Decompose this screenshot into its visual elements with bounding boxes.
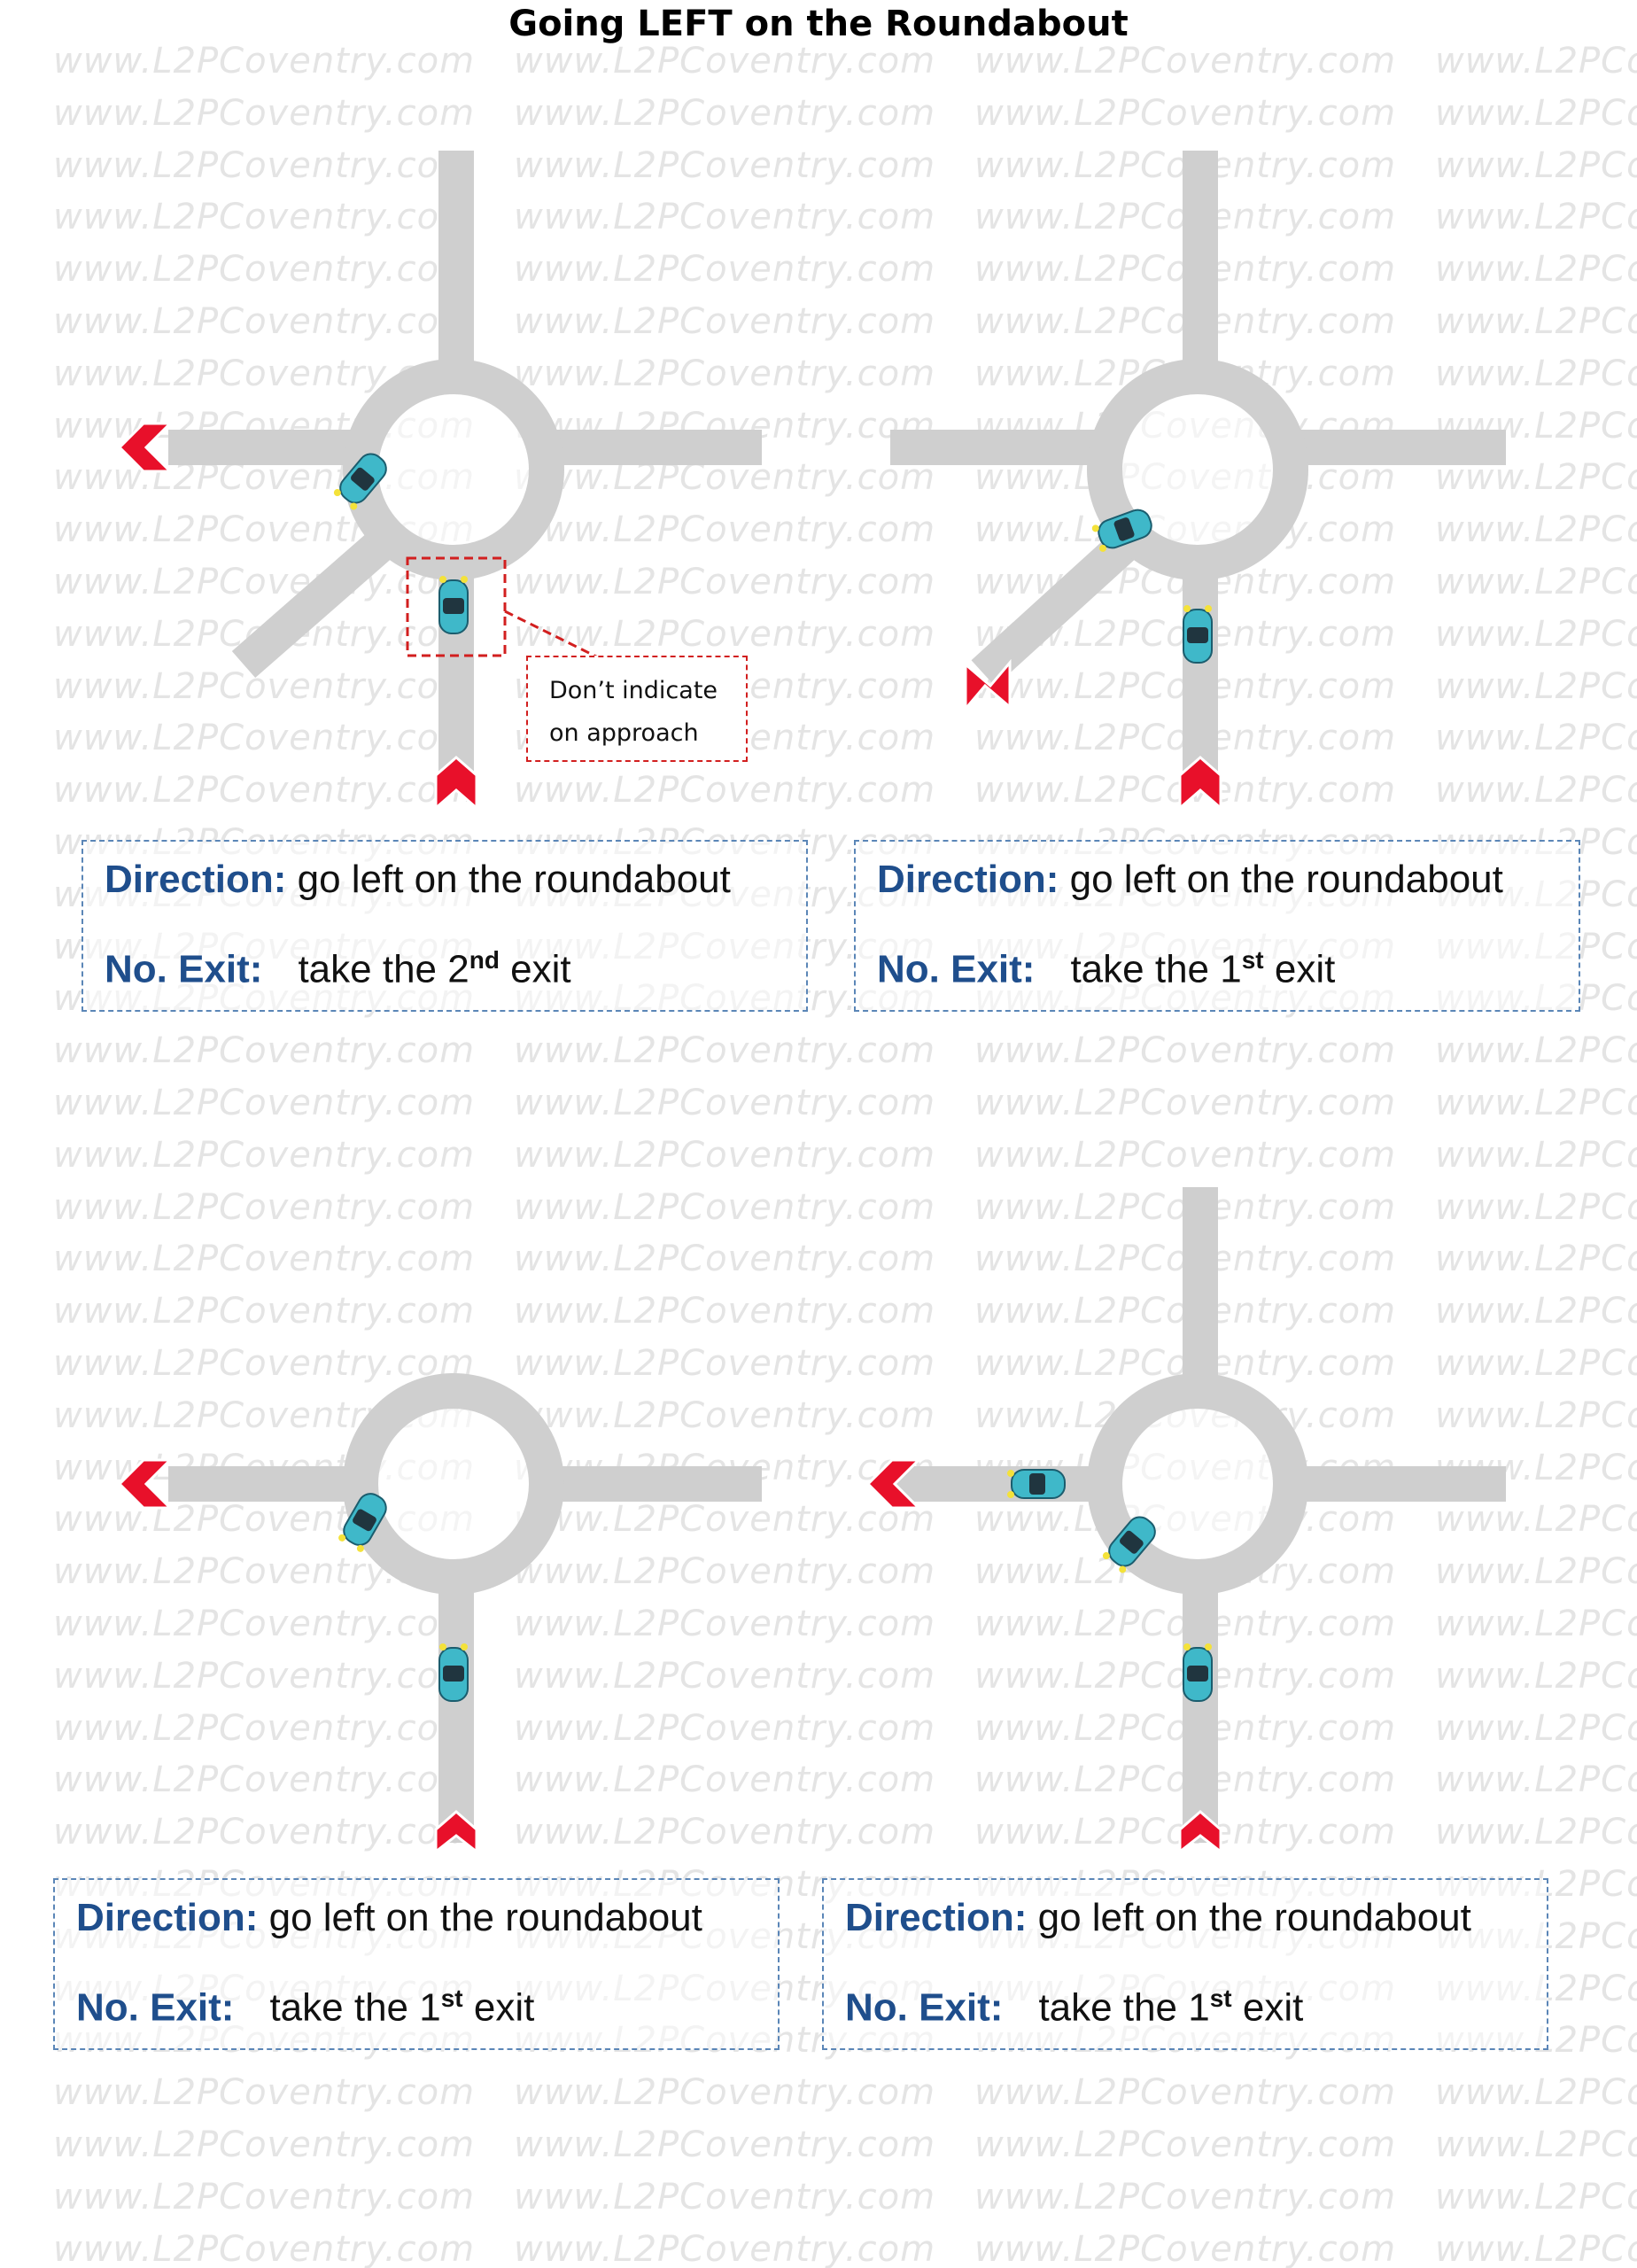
exit-arrow-left	[117, 1458, 174, 1510]
watermark-text: www.L2PCoventry.com	[514, 1134, 936, 1176]
watermark-text: www.L2PCoventry.com	[1435, 1083, 1637, 1123]
exit-ordinal: nd	[469, 946, 500, 974]
exit-suffix: exit	[499, 947, 571, 991]
exit-suffix: exit	[1263, 947, 1336, 991]
roundabout-diagram-1	[117, 151, 762, 812]
car-approaching	[1183, 1643, 1213, 1702]
watermark-text: www.L2PCoventry.com	[514, 2072, 936, 2114]
watermark-text: www.L2PCoventry.com	[1435, 2228, 1637, 2268]
watermark-text: www.L2PCoventry.com	[53, 2228, 476, 2268]
direction-label: Direction:	[877, 858, 1059, 901]
exit-label: No. Exit:	[845, 1985, 1004, 2030]
watermark-text: www.L2PCoventry.com	[1435, 2124, 1637, 2165]
watermark-text: www.L2PCoventry.com	[53, 1134, 476, 1176]
watermark-text: www.L2PCoventry.com	[974, 2228, 1397, 2268]
info-box-3: Direction: go left on the roundabout No.…	[53, 1878, 780, 2050]
watermark-text: www.L2PCoventry.com	[974, 1134, 1397, 1176]
watermark-text: www.L2PCoventry.com	[974, 92, 1397, 134]
exit-suffix: exit	[1231, 1985, 1304, 2030]
car-on-roundabout	[333, 453, 387, 510]
watermark-text: www.L2PCoventry.com	[974, 1083, 1397, 1123]
direction-label: Direction:	[76, 1896, 259, 1939]
entry-arrow	[1178, 756, 1222, 812]
watermark-text: www.L2PCoventry.com	[514, 2228, 936, 2268]
info-box-1: Direction: go left on the roundabout No.…	[81, 840, 808, 1012]
exit-label: No. Exit:	[105, 947, 263, 991]
watermark-text: www.L2PCoventry.com	[514, 92, 936, 134]
exit-arrow-left	[865, 1458, 922, 1510]
entry-arrow	[434, 756, 478, 812]
direction-label: Direction:	[845, 1896, 1028, 1939]
car-approaching	[1183, 605, 1213, 664]
info-box-2: Direction: go left on the roundabout No.…	[854, 840, 1580, 1012]
callout-line-1: Don’t indicate	[549, 677, 718, 704]
watermark-text: www.L2PCoventry.com	[974, 2176, 1397, 2218]
watermark-text: www.L2PCoventry.com	[53, 41, 476, 82]
exit-ordinal: st	[1241, 946, 1264, 974]
roundabout-diagram-3	[117, 1373, 762, 1855]
car-on-roundabout	[1102, 1516, 1156, 1573]
direction-text: go left on the roundabout	[297, 858, 731, 901]
watermark-text: www.L2PCoventry.com	[1435, 2176, 1637, 2218]
car-on-roundabout	[1091, 509, 1152, 552]
page-title: Going LEFT on the Roundabout	[508, 4, 1129, 44]
exit-ordinal: st	[1209, 1984, 1232, 2012]
callout-dont-indicate: Don’t indicate on approach	[526, 656, 748, 762]
watermark-text: www.L2PCoventry.com	[53, 2072, 476, 2114]
exit-prefix: take the 2	[298, 947, 469, 991]
car-on-roundabout	[338, 1493, 387, 1552]
callout-highlight-box	[406, 556, 507, 657]
roundabout-diagram-4	[865, 1187, 1506, 1855]
car-approaching	[438, 1643, 469, 1702]
watermark-text: www.L2PCoventry.com	[514, 2124, 936, 2165]
watermark-text: www.L2PCoventry.com	[514, 1083, 936, 1123]
watermark-text: www.L2PCoventry.com	[1435, 2072, 1637, 2114]
watermark-text: www.L2PCoventry.com	[974, 1030, 1397, 1072]
watermark-text: www.L2PCoventry.com	[1435, 1030, 1637, 1072]
exit-prefix: take the 1	[1038, 1985, 1210, 2030]
car-approaching	[438, 576, 469, 634]
direction-text: go left on the roundabout	[1037, 1896, 1471, 1939]
car-exiting-left	[1007, 1469, 1066, 1499]
watermark-text: www.L2PCoventry.com	[1435, 1134, 1637, 1176]
exit-arrow-left	[964, 658, 1012, 713]
watermark-text: www.L2PCoventry.com	[53, 92, 476, 134]
watermark-text: www.L2PCoventry.com	[53, 1030, 476, 1072]
roundabout-diagram-2	[890, 151, 1506, 812]
exit-prefix: take the 1	[269, 1985, 441, 2030]
exit-suffix: exit	[462, 1985, 535, 2030]
direction-text: go left on the roundabout	[1069, 858, 1503, 901]
entry-arrow	[434, 1810, 478, 1855]
watermark-text: www.L2PCoventry.com	[974, 2072, 1397, 2114]
exit-arrow-left	[117, 422, 174, 473]
callout-line-2: on approach	[549, 719, 699, 747]
exit-label: No. Exit:	[76, 1985, 235, 2030]
entry-arrow	[1178, 1810, 1222, 1855]
watermark-text: www.L2PCoventry.com	[974, 41, 1397, 82]
watermark-text: www.L2PCoventry.com	[514, 41, 936, 82]
direction-label: Direction:	[105, 858, 287, 901]
exit-ordinal: st	[440, 1984, 463, 2012]
watermark-text: www.L2PCoventry.com	[514, 1030, 936, 1072]
direction-text: go left on the roundabout	[268, 1896, 702, 1939]
exit-label: No. Exit:	[877, 947, 1036, 991]
watermark-text: www.L2PCoventry.com	[514, 2176, 936, 2218]
watermark-text: www.L2PCoventry.com	[53, 1083, 476, 1123]
watermark-text: www.L2PCoventry.com	[53, 2124, 476, 2165]
watermark-text: www.L2PCoventry.com	[974, 2124, 1397, 2165]
callout-leader-line	[504, 610, 599, 659]
watermark-text: www.L2PCoventry.com	[1435, 92, 1637, 134]
info-box-4: Direction: go left on the roundabout No.…	[822, 1878, 1548, 2050]
watermark-text: www.L2PCoventry.com	[53, 2176, 476, 2218]
watermark-text: www.L2PCoventry.com	[1435, 41, 1637, 82]
exit-prefix: take the 1	[1070, 947, 1242, 991]
